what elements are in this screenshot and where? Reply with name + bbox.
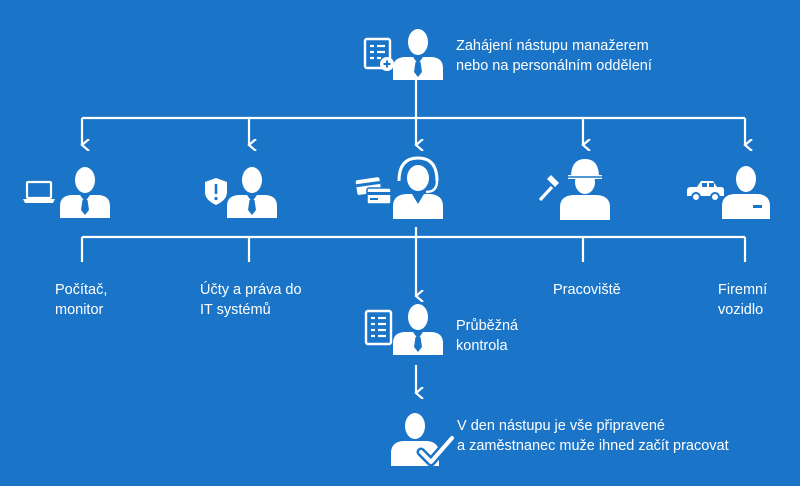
start-caption: Zahájení nástupu manažerem nebo na perso… — [456, 36, 652, 76]
it-accounts-caption-line2: IT systémů — [200, 302, 271, 318]
final-caption-line2: a zaměstnanec muže ihned začít pracovat — [457, 438, 729, 454]
checkmark-icon — [416, 433, 457, 467]
review-caption: Průběžná kontrola — [456, 316, 518, 356]
review-caption-line1: Průběžná — [456, 318, 519, 334]
computer-caption-line1: Počítač, — [55, 282, 108, 298]
receptionist-person-icon — [393, 156, 443, 219]
start-caption-line1: Zahájení nástupu manažerem — [456, 38, 649, 54]
shield-alert-icon — [205, 178, 227, 205]
workplace-caption: Pracoviště — [553, 280, 621, 300]
final-caption-line1: V den nástupu je vše připravené — [457, 418, 665, 434]
workplace-caption-line1: Pracoviště — [553, 282, 621, 298]
vehicle-caption-line2: vozidlo — [718, 302, 764, 318]
laptop-icon — [23, 180, 55, 203]
it-person-icon — [60, 167, 110, 218]
credit-card-icon — [355, 177, 392, 205]
car-icon — [687, 181, 724, 202]
vehicle-caption-line1: Firemní — [718, 282, 768, 298]
final-caption: V den nástupu je vše připravené a zaměst… — [457, 416, 729, 456]
accounts-person-icon — [227, 167, 277, 218]
it-accounts-caption-line1: Účty a práva do — [200, 282, 302, 298]
worker-person-icon — [560, 159, 610, 220]
review-caption-line2: kontrola — [456, 338, 508, 354]
start-caption-line2: nebo na personálním oddělení — [456, 58, 652, 74]
computer-caption: Počítač, monitor — [55, 280, 107, 320]
driver-person-icon — [722, 166, 770, 219]
checklist-add-icon — [363, 37, 394, 71]
it-accounts-caption: Účty a práva do IT systémů — [200, 280, 302, 320]
vehicle-caption: Firemní vozidlo — [718, 280, 767, 320]
computer-caption-line2: monitor — [55, 302, 104, 318]
checklist-icon — [364, 309, 393, 346]
connectors — [82, 80, 745, 393]
reviewer-person-icon — [393, 304, 443, 355]
hammer-icon — [538, 175, 559, 202]
manager-person-icon — [393, 29, 443, 80]
